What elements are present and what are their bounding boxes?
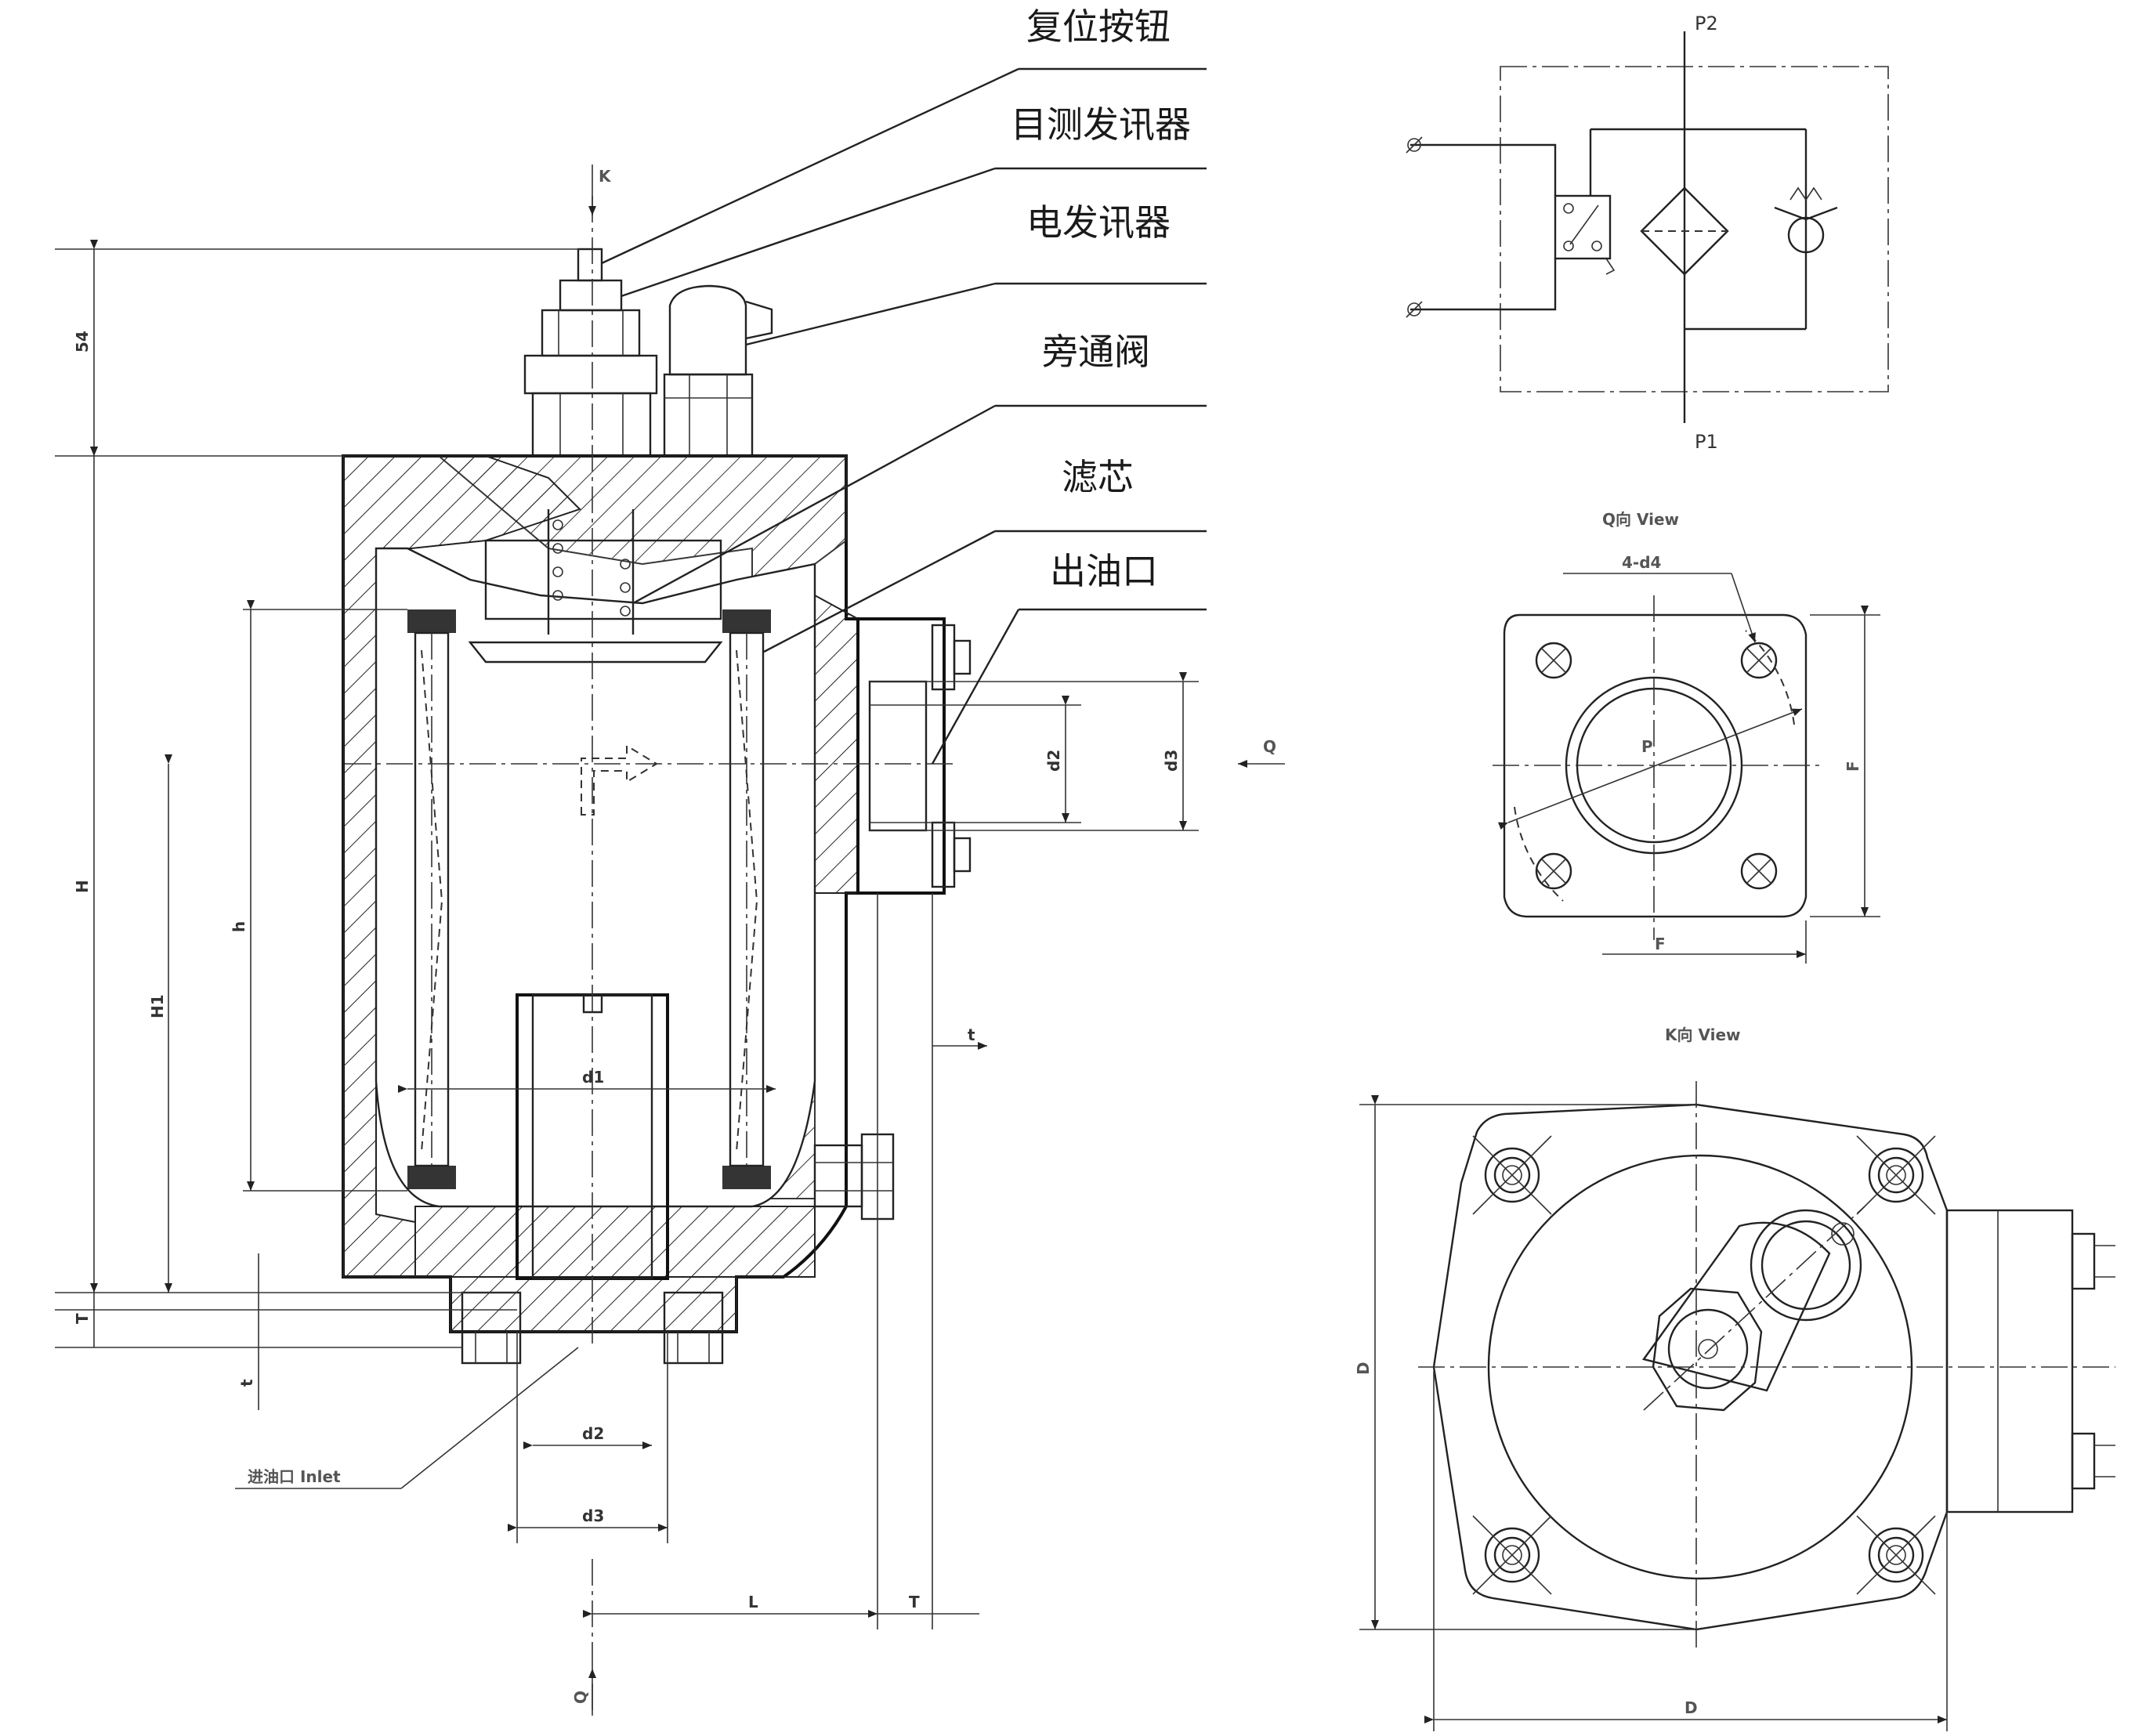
check-valve-symbol <box>1787 216 1825 254</box>
k-view-bolts <box>1472 1135 1936 1595</box>
dim-d3-bottom: d3 <box>582 1506 604 1525</box>
k-arrow-label: K <box>599 167 612 186</box>
dim-L: L <box>748 1593 758 1611</box>
visual-indicator <box>559 279 623 312</box>
dim-h: h <box>230 921 248 932</box>
callout-electrical-indicator: 电发讯器 <box>1026 201 1171 244</box>
q-view-caption: Q向 View <box>1602 510 1679 529</box>
k-view-side-flange <box>1945 1209 2074 1514</box>
q-arrow-label-bottom: Q <box>571 1691 590 1704</box>
k-view-d-vertical: D <box>1354 1362 1373 1375</box>
electrical-indicator <box>668 284 747 376</box>
k-view-d-horizontal: D <box>1684 1698 1698 1717</box>
k-view-caption: K向 View <box>1665 1025 1740 1044</box>
dim-d3-right: d3 <box>1162 750 1181 772</box>
callout-leaders <box>601 67 1207 765</box>
q-view-f-horizontal: F <box>1655 935 1666 953</box>
callout-outlet: 出油口 <box>1050 550 1158 592</box>
dim-T-left: T <box>73 1313 92 1324</box>
bypass-valve <box>484 539 722 620</box>
bottom-bolt-right <box>663 1291 724 1365</box>
dim-54: 54 <box>73 331 92 353</box>
hydraulic-schematic: P2 P1 <box>1406 13 1889 453</box>
q-view: Q向 View P 4-d4 F F <box>1493 510 1880 964</box>
outlet-flange <box>856 617 946 895</box>
port-p1: P1 <box>1695 431 1718 453</box>
callout-filter-element: 滤芯 <box>1062 456 1134 498</box>
port-p2: P2 <box>1695 13 1718 34</box>
callout-bypass-valve: 旁通阀 <box>1042 331 1150 373</box>
dim-H1: H1 <box>148 994 167 1018</box>
dim-H: H <box>73 880 92 893</box>
section-view: K 54 H h H1 T t d1 d2 d3 L T t d2 d3 Q Q… <box>55 165 1285 1716</box>
dimension-lines <box>55 165 1285 1716</box>
q-arrow-label-right: Q <box>1263 737 1276 756</box>
dim-T-bottom: T <box>909 1593 920 1611</box>
filter-element <box>407 609 771 1189</box>
inlet-label: 进油口 Inlet <box>248 1467 341 1486</box>
dim-t-left: t <box>237 1379 256 1387</box>
dim-d1: d1 <box>582 1068 604 1087</box>
pressure-switch-symbol <box>1554 194 1612 260</box>
q-view-d4-label: 4-d4 <box>1622 553 1661 572</box>
flow-arrow <box>581 744 658 816</box>
callout-visual-indicator: 目测发讯器 <box>1011 103 1191 146</box>
q-view-f-vertical: F <box>1844 761 1862 772</box>
dim-t-right: t <box>968 1025 975 1044</box>
dim-d2-bottom: d2 <box>582 1424 604 1443</box>
callout-reset-button: 复位按钮 <box>1026 5 1171 48</box>
filter-symbol <box>1640 186 1729 276</box>
dim-d2-right: d2 <box>1044 750 1063 772</box>
reset-button-cap <box>577 248 603 282</box>
q-view-p-label: P <box>1641 737 1653 756</box>
k-view: K向 View <box>1354 1025 2115 1731</box>
drain-plug <box>813 1144 863 1208</box>
